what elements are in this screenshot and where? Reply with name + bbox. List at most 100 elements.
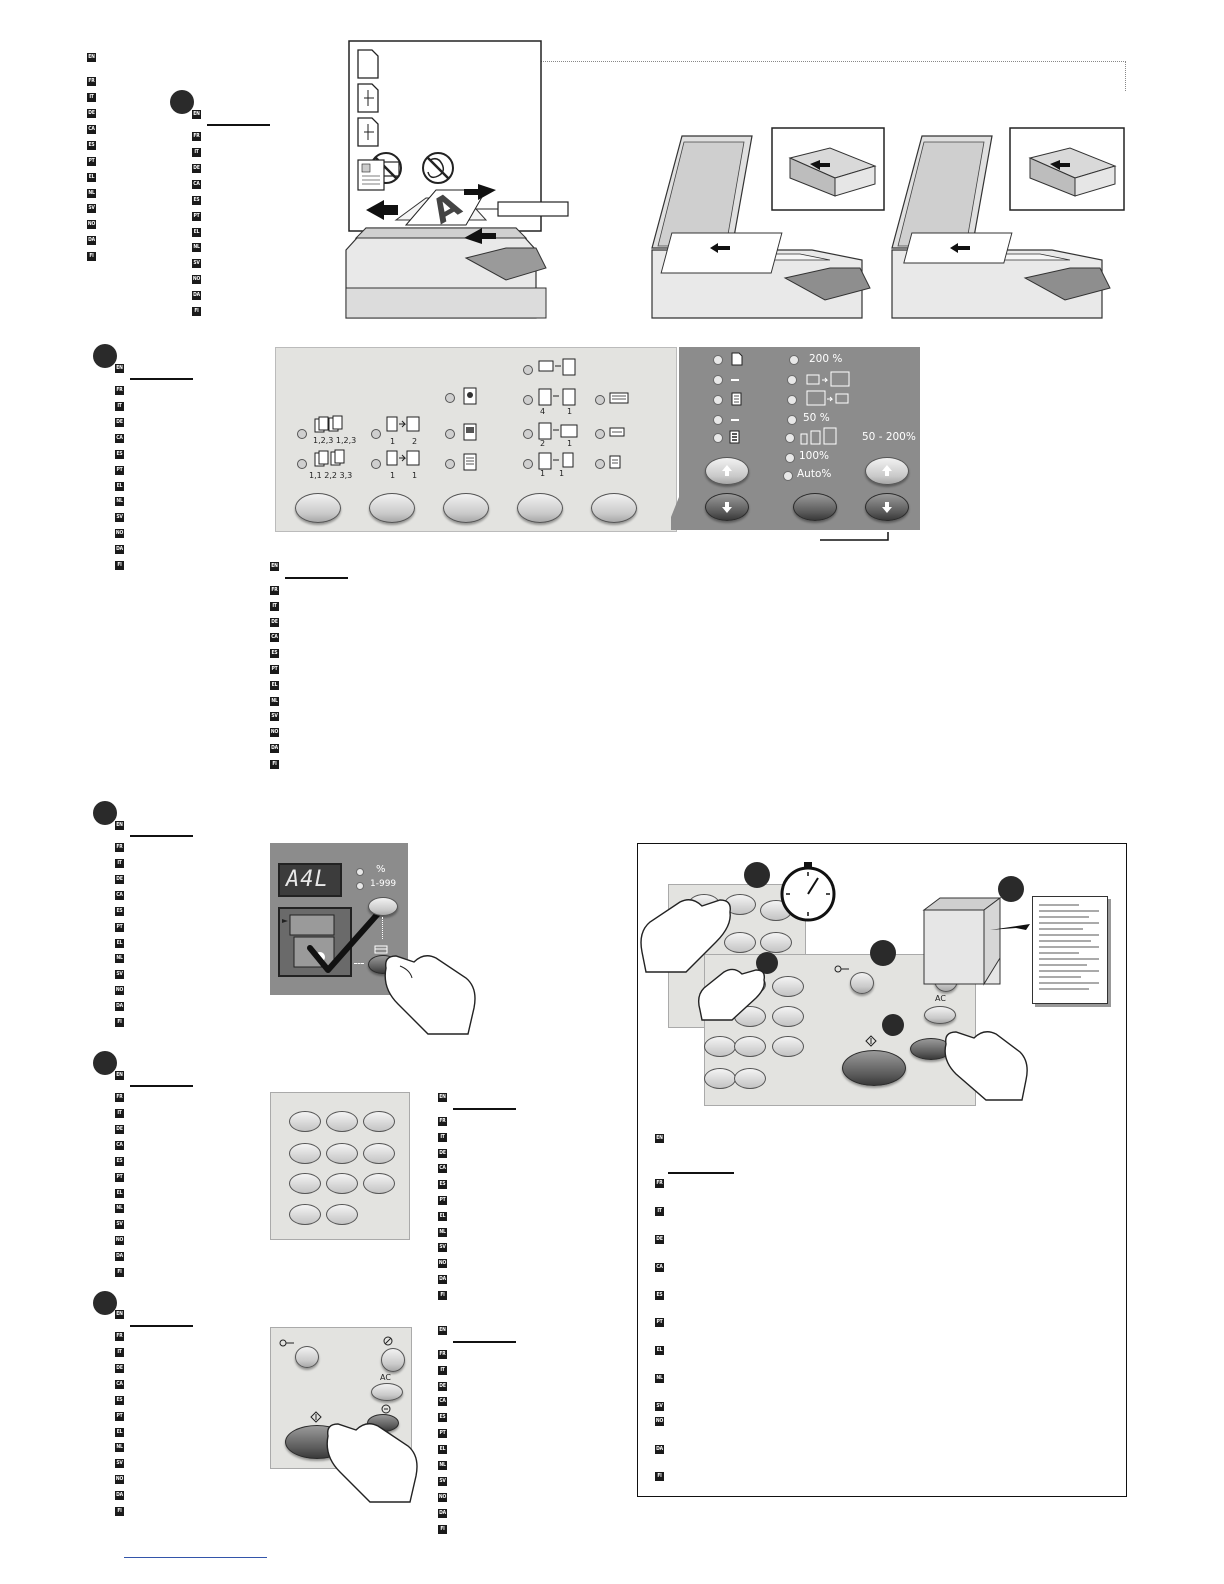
lighter-button[interactable] [705,457,749,485]
lang-tag-pt: PT [438,1429,447,1438]
keypad-key-2[interactable] [326,1111,358,1132]
lang-tag-en: EN [115,1071,124,1080]
lang-tag-ca: CA [438,1397,447,1406]
heading-underline [130,378,193,380]
original-type-button[interactable] [443,493,489,523]
lang-tag-ca: CA [655,1263,664,1272]
lang-tag-no: NO [115,986,124,995]
tray-1-icon [609,392,629,404]
heading-underline [453,1108,516,1110]
lang-tag-pt: PT [115,1412,124,1421]
platen-illustration-1 [650,127,890,319]
lang-tag-ca: CA [270,633,279,642]
start-icon [310,1411,322,1423]
duplex-b-left: 1 [390,471,396,480]
lang-tag-fr: FR [438,1350,447,1359]
keypad-key-front-9[interactable] [734,1068,766,1089]
preset-a4-a5-led [787,395,797,405]
platen-drawing-1 [651,127,885,319]
interrupt-step-bullet-d [882,1014,904,1036]
lang-tag-it: IT [438,1133,447,1142]
lang-tag-fr: FR [270,586,279,595]
all-clear-button[interactable] [371,1383,403,1401]
lang-tag-it: IT [192,148,201,157]
duplex-button[interactable] [369,493,415,523]
interrupt-start-button[interactable] [842,1050,906,1086]
keypad-key-front-2[interactable] [772,976,804,997]
key-icon [834,965,849,973]
arrow-down-icon [722,502,732,513]
nup-4-icon [538,388,576,406]
lang-tag-es: ES [438,1413,447,1422]
keypad-key-front-8[interactable] [704,1068,736,1089]
lang-tag-ca: CA [87,125,96,134]
nup-1-led [523,459,533,469]
lang-tag-en: EN [115,1310,124,1319]
collated-icon [314,415,343,433]
lang-tag-en: EN [438,1326,447,1335]
duplex-b-right: 1 [412,471,418,480]
step-bullet-5 [93,1291,117,1315]
keypad-key-4[interactable] [289,1143,321,1164]
lang-tag-pt: PT [655,1318,664,1327]
access-button[interactable] [295,1346,319,1368]
interrupt-access-button[interactable] [850,972,874,994]
keypad-key-back-4[interactable] [724,932,756,953]
preset-auto-label: Auto% [797,468,832,480]
heading-underline [668,1172,734,1174]
interrupt-step-bullet-a [744,862,770,888]
keypad-key-front-5[interactable] [704,1036,736,1057]
keypad-key-6[interactable] [363,1143,395,1164]
hand-pointer-2 [326,1423,418,1503]
nup-1-icon [538,452,574,470]
keypad-key-back-5[interactable] [760,932,792,953]
paper-supply-button[interactable] [591,493,637,523]
heading-underline [130,1325,193,1327]
keypad-key-3[interactable] [363,1111,395,1132]
keypad-key-front-4[interactable] [772,1006,804,1027]
duplex-a-left: 1 [390,437,396,446]
quantity-indicator: 1-999 [370,879,397,889]
start-icon [865,1035,877,1047]
lang-tag-ca: CA [438,1164,447,1173]
lang-tag-fi: FI [115,1268,124,1277]
lang-tag-fr: FR [115,1093,124,1102]
lang-tag-sv: SV [192,259,201,268]
nup-4-right: 1 [567,407,573,416]
collation-button[interactable] [295,493,341,523]
nup-button[interactable] [517,493,563,523]
feeder-illustration: A [345,40,569,319]
keypad-key-front-7[interactable] [772,1036,804,1057]
lang-tag-nl: NL [115,1443,124,1452]
interrupt-all-clear-button[interactable] [924,1006,956,1024]
lang-tag-pt: PT [87,157,96,166]
keypad-key-8[interactable] [326,1173,358,1194]
start-panel: AC [270,1327,412,1469]
paper-select-button[interactable] [368,897,398,916]
interrupt-step-bullet-e [998,876,1024,902]
keypad-key-7[interactable] [289,1173,321,1194]
keypad-key-5[interactable] [326,1143,358,1164]
key-icon [279,1339,294,1347]
energy-saver-button[interactable] [381,1348,405,1372]
lang-tag-de: DE [115,418,124,427]
lang-tag-no: NO [115,1475,124,1484]
keypad-key-9[interactable] [363,1173,395,1194]
keypad-key-0[interactable] [289,1204,321,1225]
zoom-down-button[interactable] [865,493,909,521]
lang-tag-fr: FR [87,77,96,86]
lang-tag-de: DE [438,1382,447,1391]
keypad-key-clear[interactable] [326,1204,358,1225]
lang-tag-es: ES [115,907,124,916]
keypad-key-front-6[interactable] [734,1036,766,1057]
lang-tag-en: EN [438,1093,447,1102]
reduce-enlarge-button[interactable] [793,493,837,521]
preset-100-label: 100% [799,450,830,462]
keypad-key-1[interactable] [289,1111,321,1132]
collated-label: 1,2,3 1,2,3 [313,436,357,445]
paper-tray-icon [374,945,388,954]
a4-to-a5-icon [806,390,849,406]
step-bullet-2 [93,344,117,368]
zoom-up-button[interactable] [865,457,909,485]
darker-button[interactable] [705,493,749,521]
